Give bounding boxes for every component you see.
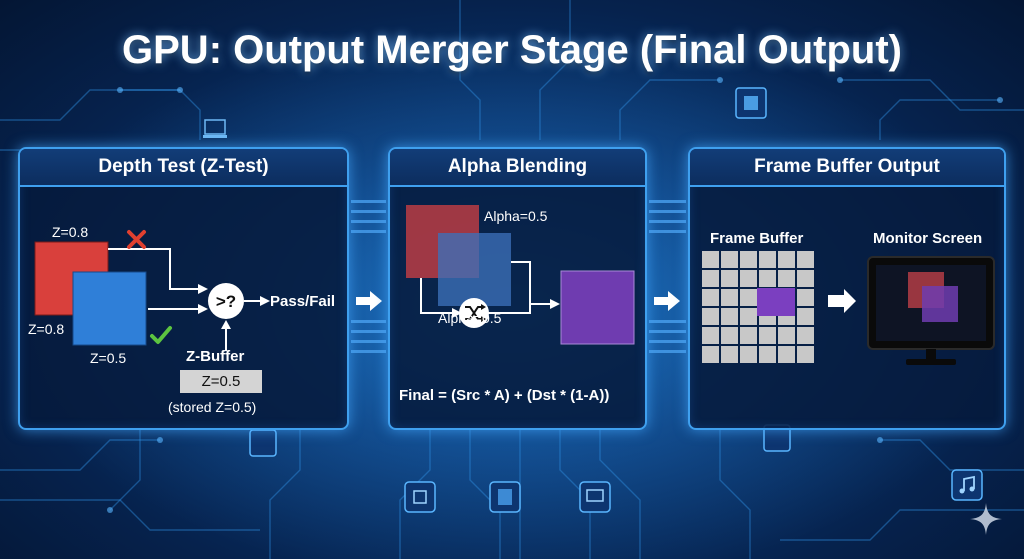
frame-buffer-label: Frame Buffer	[710, 230, 804, 247]
frame-buffer-cell	[797, 289, 814, 306]
top-z-label: Z=0.8	[52, 224, 89, 240]
frame-buffer-cell	[702, 289, 719, 306]
frame-buffer-cell	[702, 251, 719, 268]
frame-buffer-cell	[797, 251, 814, 268]
frame-buffer-cell	[721, 308, 738, 325]
frame-buffer-cell	[797, 346, 814, 363]
arrow-right-icon	[356, 291, 382, 311]
frame-buffer-cell	[721, 346, 738, 363]
zbuffer-value: Z=0.5	[180, 370, 262, 393]
music-note-icon	[951, 469, 983, 501]
alpha-blending-diagram	[406, 205, 635, 345]
destination-alpha-label: Alpha=0.5	[438, 310, 502, 326]
laptop-icon	[203, 119, 227, 138]
frame-buffer-cell	[797, 327, 814, 344]
frame-buffer-cell	[778, 270, 795, 287]
frame-buffer-cell	[759, 346, 776, 363]
frame-buffer-cell	[721, 251, 738, 268]
frame-buffer-cell	[702, 308, 719, 325]
frame-buffer-cell	[740, 327, 757, 344]
frame-buffer-cell	[778, 346, 795, 363]
frame-buffer-cell	[702, 327, 719, 344]
destination-square	[438, 233, 511, 306]
depth-test-panel: Depth Test (Z-Test) >? Z=0.8 Z=0.8 Z=0.5…	[18, 147, 349, 430]
frame-buffer-cell	[759, 251, 776, 268]
frame-buffer-cell	[740, 251, 757, 268]
blue-square	[72, 271, 147, 346]
compare-node	[208, 283, 244, 319]
sparkle-icon	[970, 503, 1002, 535]
frame-buffer-cell	[702, 346, 719, 363]
frame-buffer-cell	[778, 327, 795, 344]
frame-buffer-cell	[740, 289, 757, 306]
network-icon	[489, 481, 521, 513]
frame-buffer-cell	[702, 270, 719, 287]
arrow-right-icon	[828, 289, 856, 313]
frame-buffer-cell	[721, 289, 738, 306]
frame-buffer-cell	[721, 327, 738, 344]
frame-buffer-cell	[797, 270, 814, 287]
alpha-blending-header: Alpha Blending	[390, 149, 645, 187]
compare-symbol: >?	[216, 292, 236, 311]
frame-buffer-cell	[740, 270, 757, 287]
zbuffer-label: Z-Buffer	[186, 348, 245, 365]
stored-z-label: (stored Z=0.5)	[168, 399, 257, 415]
frame-buffer-cell	[759, 270, 776, 287]
monitor-icon	[579, 481, 611, 513]
chip-icon	[249, 429, 277, 457]
frame-buffer-cell	[759, 327, 776, 344]
left-z-label: Z=0.8	[28, 321, 65, 337]
frame-buffer-header: Frame Buffer Output	[690, 149, 1004, 187]
laptop-icon	[404, 481, 436, 513]
alpha-blending-panel: Alpha Blending Alpha=0.5 Alpha=0.5 Final…	[388, 147, 647, 430]
frame-buffer-cell	[721, 270, 738, 287]
frame-buffer-cell	[740, 308, 757, 325]
arrow-right-icon	[654, 291, 680, 311]
fail-x-icon	[127, 230, 146, 249]
depth-test-diagram: >?	[34, 230, 270, 351]
pass-check-icon	[150, 326, 172, 344]
frame-buffer-cell	[797, 308, 814, 325]
chip-icon	[735, 87, 767, 119]
monitor-icon	[867, 256, 995, 365]
frame-buffer-panel: Frame Buffer Output Frame Buffer Monitor…	[688, 147, 1006, 430]
depth-test-header: Depth Test (Z-Test)	[20, 149, 347, 187]
frame-buffer-cell	[778, 251, 795, 268]
page-title: GPU: Output Merger Stage (Final Output)	[122, 28, 902, 72]
source-alpha-label: Alpha=0.5	[484, 208, 548, 224]
frame-buffer-diagram	[702, 251, 995, 365]
monitor-screen-label: Monitor Screen	[873, 230, 983, 247]
blend-formula: Final = (Src * A) + (Dst * (1-A))	[399, 387, 610, 404]
frame-buffer-highlight	[757, 288, 795, 316]
frame-buffer-cell	[740, 346, 757, 363]
result-square	[560, 270, 635, 345]
pass-fail-label: Pass/Fail	[270, 293, 336, 310]
bottom-z-label: Z=0.5	[90, 350, 127, 366]
frame-buffer-grid	[702, 251, 814, 363]
